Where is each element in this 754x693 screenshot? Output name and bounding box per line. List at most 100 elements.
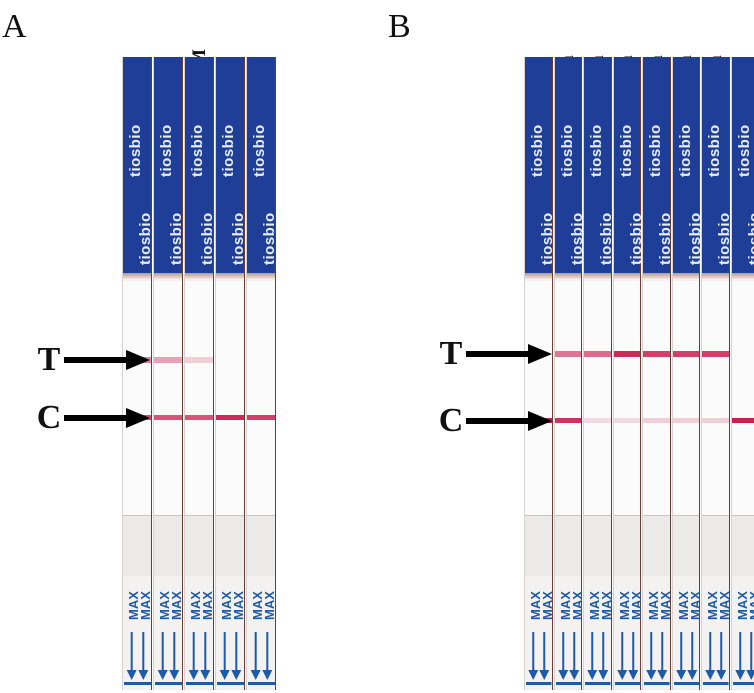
brand-logo-text: tiosbio bbox=[706, 124, 723, 177]
sample-pad bbox=[123, 515, 151, 576]
brand-logo-text: tiosbio bbox=[199, 212, 216, 265]
brand-logo-text: tiosbio bbox=[158, 124, 175, 177]
t-line-band bbox=[554, 351, 581, 357]
strip-header bbox=[643, 57, 670, 273]
dip-arrow-icon bbox=[186, 632, 213, 685]
brand-logo-text: tiosbio bbox=[220, 124, 237, 177]
result-window bbox=[216, 281, 244, 518]
brand-logo-text: tiosbio bbox=[588, 124, 605, 177]
right-arrow-icon bbox=[64, 350, 150, 370]
result-window bbox=[247, 281, 275, 518]
sample-pad bbox=[554, 515, 581, 576]
brand-logo-text: tiosbio bbox=[558, 124, 576, 177]
dip-arrow-icon bbox=[585, 632, 611, 685]
brand-logo-text: tiosbio bbox=[168, 212, 185, 265]
t-line-marker: T bbox=[436, 337, 552, 371]
strip-header bbox=[584, 57, 611, 273]
strip-seam bbox=[554, 273, 581, 279]
sample-pad bbox=[672, 515, 699, 576]
strip-header bbox=[216, 57, 244, 273]
dip-arrow-icon bbox=[703, 632, 729, 685]
dip-arrow-icon bbox=[248, 632, 275, 685]
sample-pad bbox=[702, 515, 729, 576]
brand-logo-text: tiosbio bbox=[261, 212, 278, 265]
c-label: C bbox=[438, 402, 464, 439]
result-window bbox=[525, 281, 552, 518]
max-fill-mark: MAX bbox=[540, 591, 555, 620]
panel-letter: A bbox=[2, 8, 27, 45]
max-fill-mark: MAX bbox=[169, 591, 184, 620]
result-window bbox=[643, 281, 670, 518]
brand-logo-text: tiosbio bbox=[735, 124, 753, 177]
strip-header bbox=[154, 57, 182, 273]
c-line-marker: C bbox=[436, 404, 552, 438]
brand-logo-text: tiosbio bbox=[529, 124, 546, 177]
result-window bbox=[672, 281, 699, 518]
strip-header bbox=[613, 57, 640, 273]
dip-arrow-icon bbox=[732, 632, 754, 685]
c-line-band bbox=[731, 418, 754, 423]
c-line-band bbox=[216, 415, 244, 420]
c-line-band bbox=[154, 415, 182, 420]
result-window bbox=[702, 281, 729, 518]
strip-header bbox=[123, 57, 151, 273]
max-fill-mark: MAX bbox=[231, 591, 246, 620]
dip-arrow-icon bbox=[217, 632, 244, 685]
max-fill-mark: MAX bbox=[599, 591, 614, 620]
right-arrow-icon bbox=[466, 411, 552, 431]
max-fill-mark: MAX bbox=[658, 591, 673, 620]
brand-logo-text: tiosbio bbox=[251, 124, 268, 177]
sample-pad bbox=[525, 515, 552, 576]
t-line-band bbox=[702, 351, 729, 357]
max-fill-mark: MAX bbox=[717, 591, 732, 620]
result-window bbox=[613, 281, 640, 518]
c-line-band bbox=[584, 418, 611, 423]
t-line-band bbox=[643, 351, 670, 357]
strip-seam bbox=[702, 273, 729, 279]
panel-letter: B bbox=[388, 8, 411, 45]
dip-arrow-icon bbox=[673, 632, 699, 685]
c-line-band bbox=[702, 418, 729, 423]
strip-seam bbox=[216, 273, 244, 279]
sample-pad bbox=[216, 515, 244, 576]
t-label: T bbox=[439, 335, 463, 372]
c-line-band bbox=[643, 418, 670, 423]
strip-seam bbox=[731, 273, 754, 279]
c-line-band bbox=[672, 418, 699, 423]
strip-seam bbox=[643, 273, 670, 279]
strip-header bbox=[185, 57, 213, 273]
sample-pad bbox=[247, 515, 275, 576]
c-line-band bbox=[613, 418, 640, 423]
max-fill-mark: MAX bbox=[569, 591, 585, 620]
dip-arrow-icon bbox=[555, 632, 581, 685]
t-line-band bbox=[185, 357, 213, 363]
strip-seam bbox=[613, 273, 640, 279]
sample-pad bbox=[185, 515, 213, 576]
c-label: C bbox=[36, 399, 62, 436]
c-line-band bbox=[185, 415, 213, 420]
result-window bbox=[154, 281, 182, 518]
dip-arrow-icon bbox=[614, 632, 640, 685]
dip-arrow-icon bbox=[124, 632, 151, 685]
strip-seam bbox=[584, 273, 611, 279]
strip-seam bbox=[247, 273, 275, 279]
max-fill-mark: MAX bbox=[687, 591, 703, 620]
c-line-marker: C bbox=[34, 401, 150, 435]
t-line-marker: T bbox=[34, 343, 150, 377]
sample-pad bbox=[613, 515, 640, 576]
right-arrow-icon bbox=[64, 408, 150, 428]
strip-header bbox=[731, 57, 754, 273]
dip-arrow-icon bbox=[644, 632, 670, 685]
sample-pad bbox=[154, 515, 182, 576]
result-window bbox=[584, 281, 611, 518]
brand-logo-text: tiosbio bbox=[230, 212, 247, 265]
